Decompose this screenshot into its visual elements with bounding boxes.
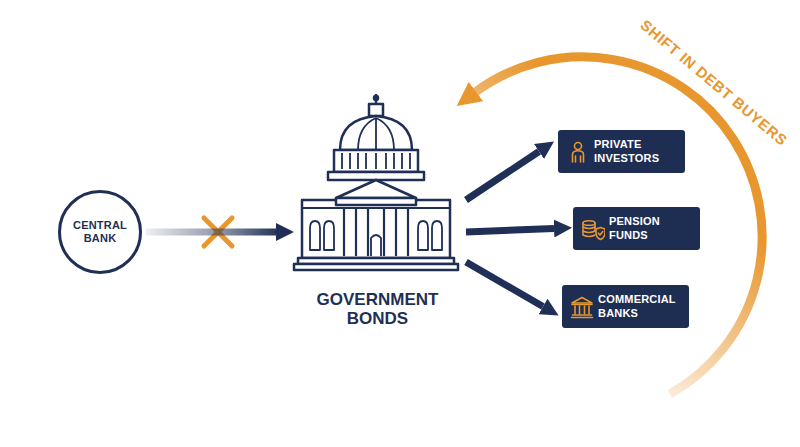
shift-arrow-arc <box>474 57 762 394</box>
bonds-label: GOVERNMENT BONDS <box>301 290 455 329</box>
buyer-box: PENSION FUNDS <box>573 207 700 250</box>
flow-arrow <box>466 152 539 201</box>
buyer-box: COMMERCIAL BANKS <box>562 285 689 328</box>
buyer-box: PRIVATE INVESTORS <box>558 130 685 173</box>
flow-arrow <box>466 262 543 307</box>
flow-arrow <box>466 229 554 233</box>
central-bank-circle: CENTRAL BANK <box>58 190 142 274</box>
bank-label: CENTRAL BANK <box>70 219 130 245</box>
coins-icon <box>581 217 605 241</box>
buyer-label: PENSION FUNDS <box>609 215 691 243</box>
capitol-building <box>294 94 458 270</box>
buyer-label: PRIVATE INVESTORS <box>594 138 676 166</box>
shift-label: SHIFT IN DEBT BUYERS <box>637 16 791 149</box>
government-bonds-node: GOVERNMENT BONDS <box>295 95 460 329</box>
person-icon <box>566 140 590 164</box>
buyer-label: COMMERCIAL BANKS <box>598 293 680 321</box>
blocked-flow-arrow <box>146 229 276 236</box>
bank-icon <box>570 295 594 319</box>
